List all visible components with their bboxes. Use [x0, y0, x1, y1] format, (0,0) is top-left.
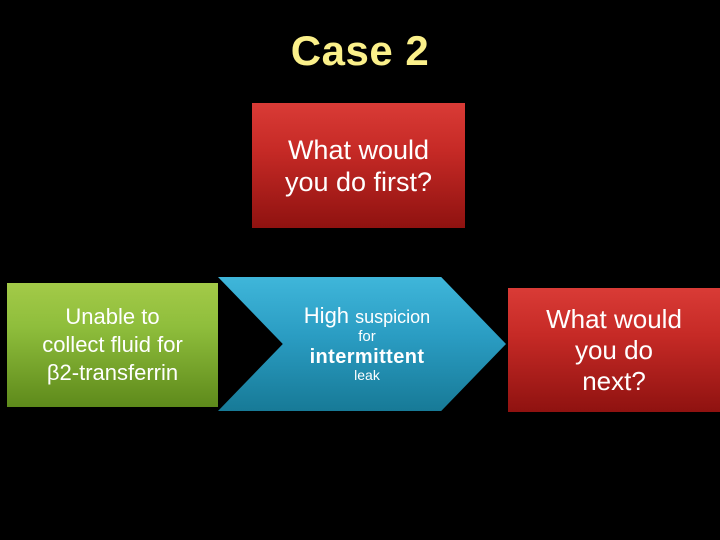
chevron-line-3: intermittent	[309, 345, 425, 368]
next-box-line-3: next?	[582, 365, 646, 396]
green-box-line-3: β2-transferrin	[46, 360, 179, 385]
page-title: Case 2	[290, 27, 430, 74]
chevron-line-1-emphasis: High	[303, 303, 356, 329]
green-box-line-2: collect fluid for	[42, 332, 183, 357]
green-box-line-1: Unable to	[65, 304, 160, 329]
next-question-box-text: What would you do next?	[540, 304, 688, 397]
question-box-line-2: you do first?	[284, 166, 433, 197]
chevron-arrow-text: High suspicion for intermittent leak	[252, 303, 472, 384]
green-finding-box: Unable to collect fluid for β2-transferr…	[7, 283, 218, 407]
next-box-line-1: What would	[546, 303, 682, 334]
next-question-box: What would you do next?	[508, 288, 720, 412]
chevron-line-4: leak	[354, 367, 380, 384]
question-box: What would you do first?	[252, 103, 465, 228]
chevron-line-2: for	[358, 327, 376, 345]
next-box-line-2: you do	[574, 334, 654, 365]
chevron-line-1-rest: suspicion	[355, 307, 431, 328]
green-finding-box-text: Unable to collect fluid for β2-transferr…	[38, 303, 187, 387]
chevron-arrow-shape: High suspicion for intermittent leak	[218, 277, 506, 411]
chevron-line-1: High suspicion	[303, 303, 431, 329]
question-box-text: What would you do first?	[279, 134, 438, 198]
question-box-line-1: What would	[287, 134, 430, 165]
